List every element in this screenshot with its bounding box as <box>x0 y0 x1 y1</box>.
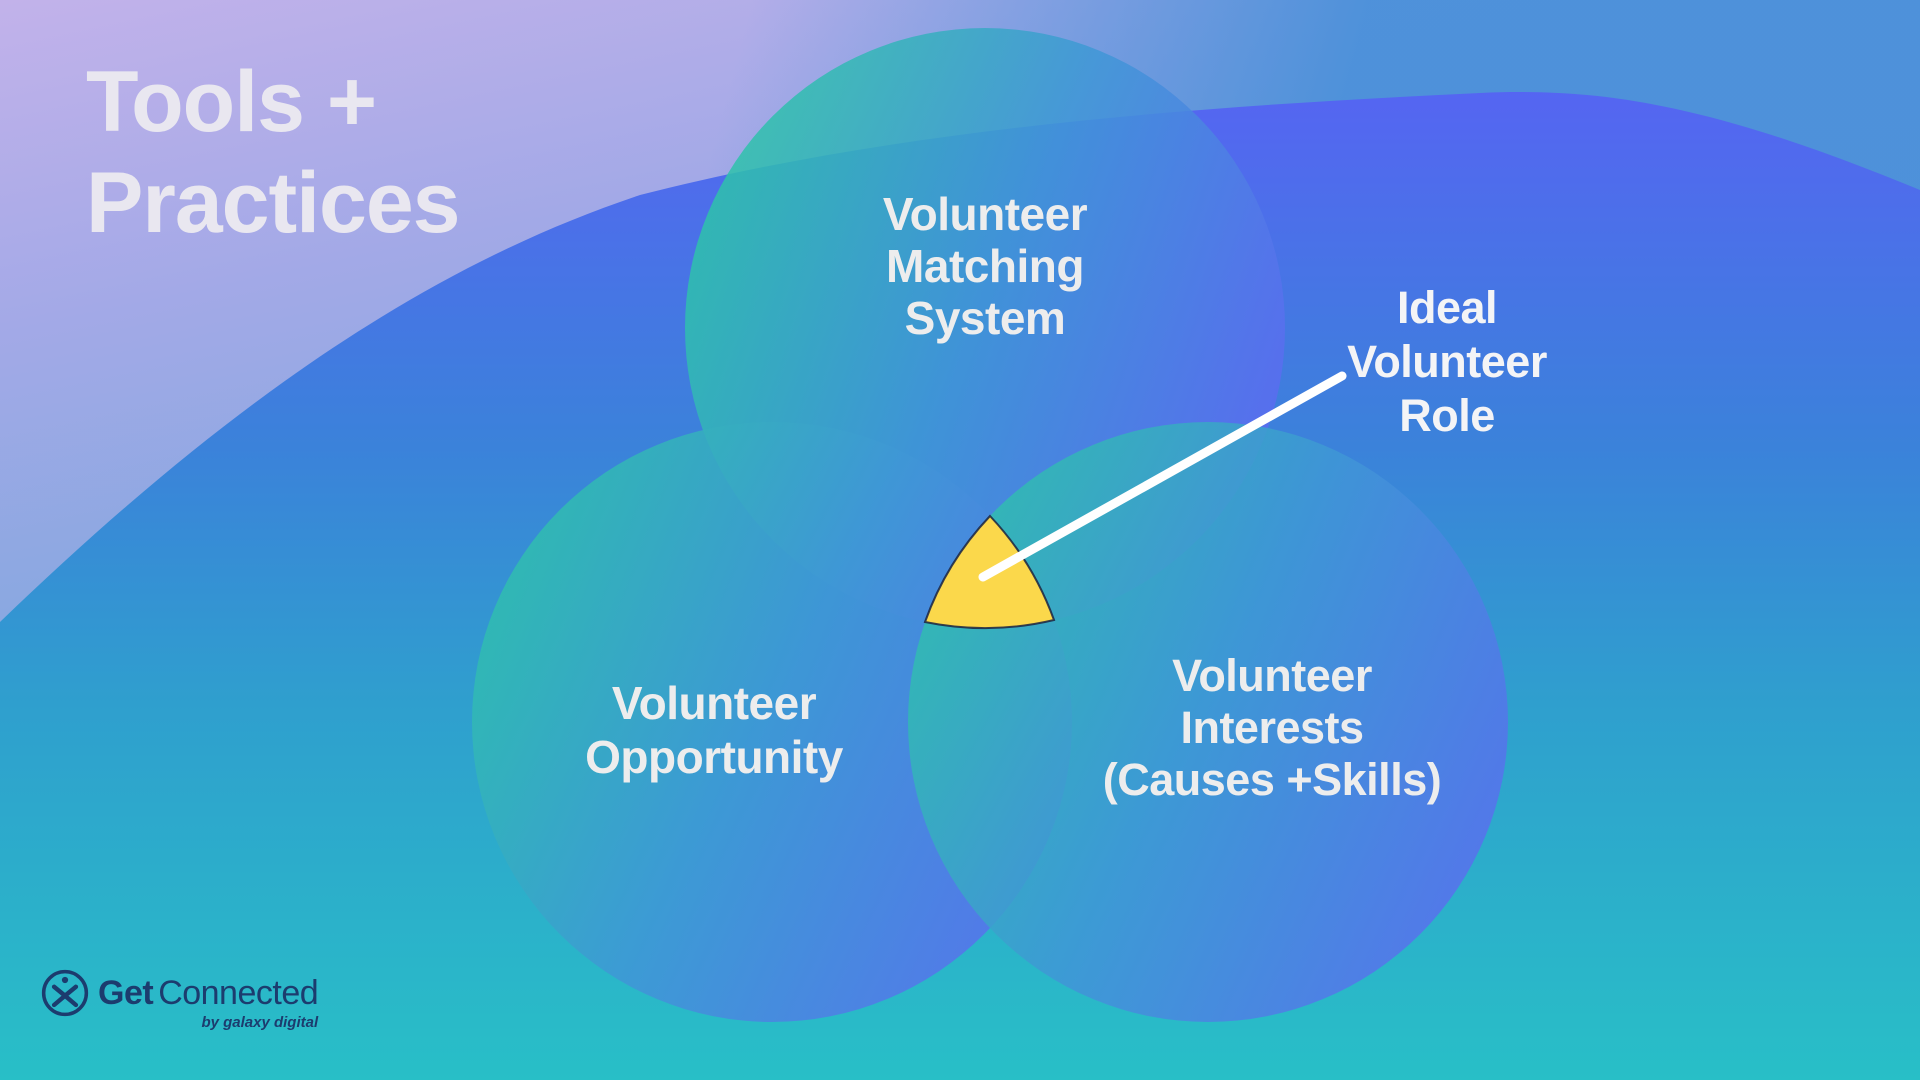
label-volunteer-matching-system: Volunteer Matching System <box>882 188 1088 344</box>
page-title: Tools + Practices <box>86 54 461 251</box>
venn-circle-left <box>472 422 1072 1022</box>
logo-brand-light: Connected <box>158 974 319 1012</box>
logo-tagline: by galaxy digital <box>201 1014 319 1031</box>
logo-brand-bold: Get <box>98 974 154 1012</box>
person-in-circle-icon <box>40 968 90 1023</box>
label-volunteer-opportunity: Volunteer Opportunity <box>585 677 843 783</box>
getconnected-logo: Get Connected by galaxy digital <box>40 968 319 1031</box>
callout-line <box>978 371 1347 582</box>
venn-circle-right <box>908 422 1508 1022</box>
label-ideal-volunteer-role: Ideal Volunteer Role <box>1347 282 1547 441</box>
label-volunteer-interests: Volunteer Interests (Causes +Skills) <box>1102 650 1442 805</box>
logo-wordmark: Get Connected by galaxy digital <box>98 968 319 1031</box>
